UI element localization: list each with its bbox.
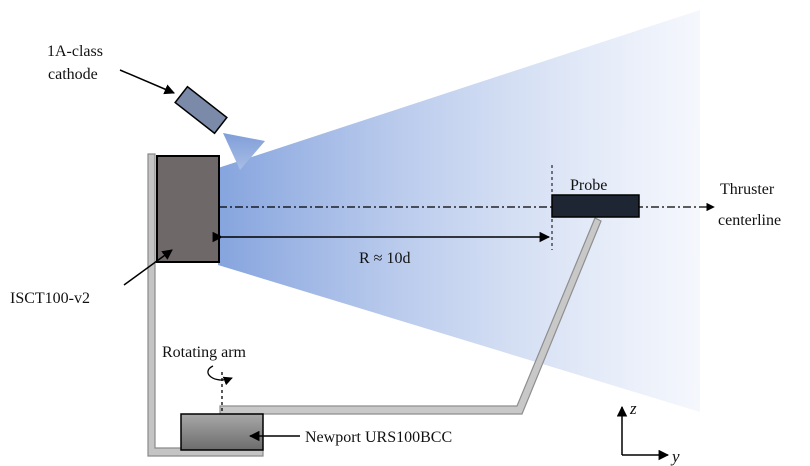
z-axis-label: z: [629, 399, 637, 418]
rotation-stage: [180, 413, 264, 451]
thruster-body: [156, 155, 220, 263]
cathode-label-line1: 1A-class: [47, 43, 103, 60]
thruster-centerline-label-line2: centerline: [718, 212, 781, 229]
plasma-plume: [218, 10, 700, 412]
thruster-centerline-label-line1: Thruster: [720, 181, 775, 198]
thruster-pointer-arrow: [123, 249, 173, 286]
cathode-body: [174, 85, 228, 135]
rotating-arm-label: Rotating arm: [162, 344, 247, 361]
cathode-pointer-arrow: [119, 69, 175, 95]
cathode-label-line2: cathode: [48, 66, 98, 83]
probe-label: Probe: [570, 177, 607, 194]
y-axis-label: y: [670, 447, 680, 466]
distance-label: R ≈ 10d: [359, 250, 410, 267]
thruster-name-label: ISCT100-v2: [10, 290, 90, 307]
rotation-indicator-arrow: [207, 365, 233, 386]
cathode-beam: [223, 133, 265, 170]
stage-name-label: Newport URS100BCC: [305, 429, 452, 446]
probe-body: [551, 194, 640, 218]
